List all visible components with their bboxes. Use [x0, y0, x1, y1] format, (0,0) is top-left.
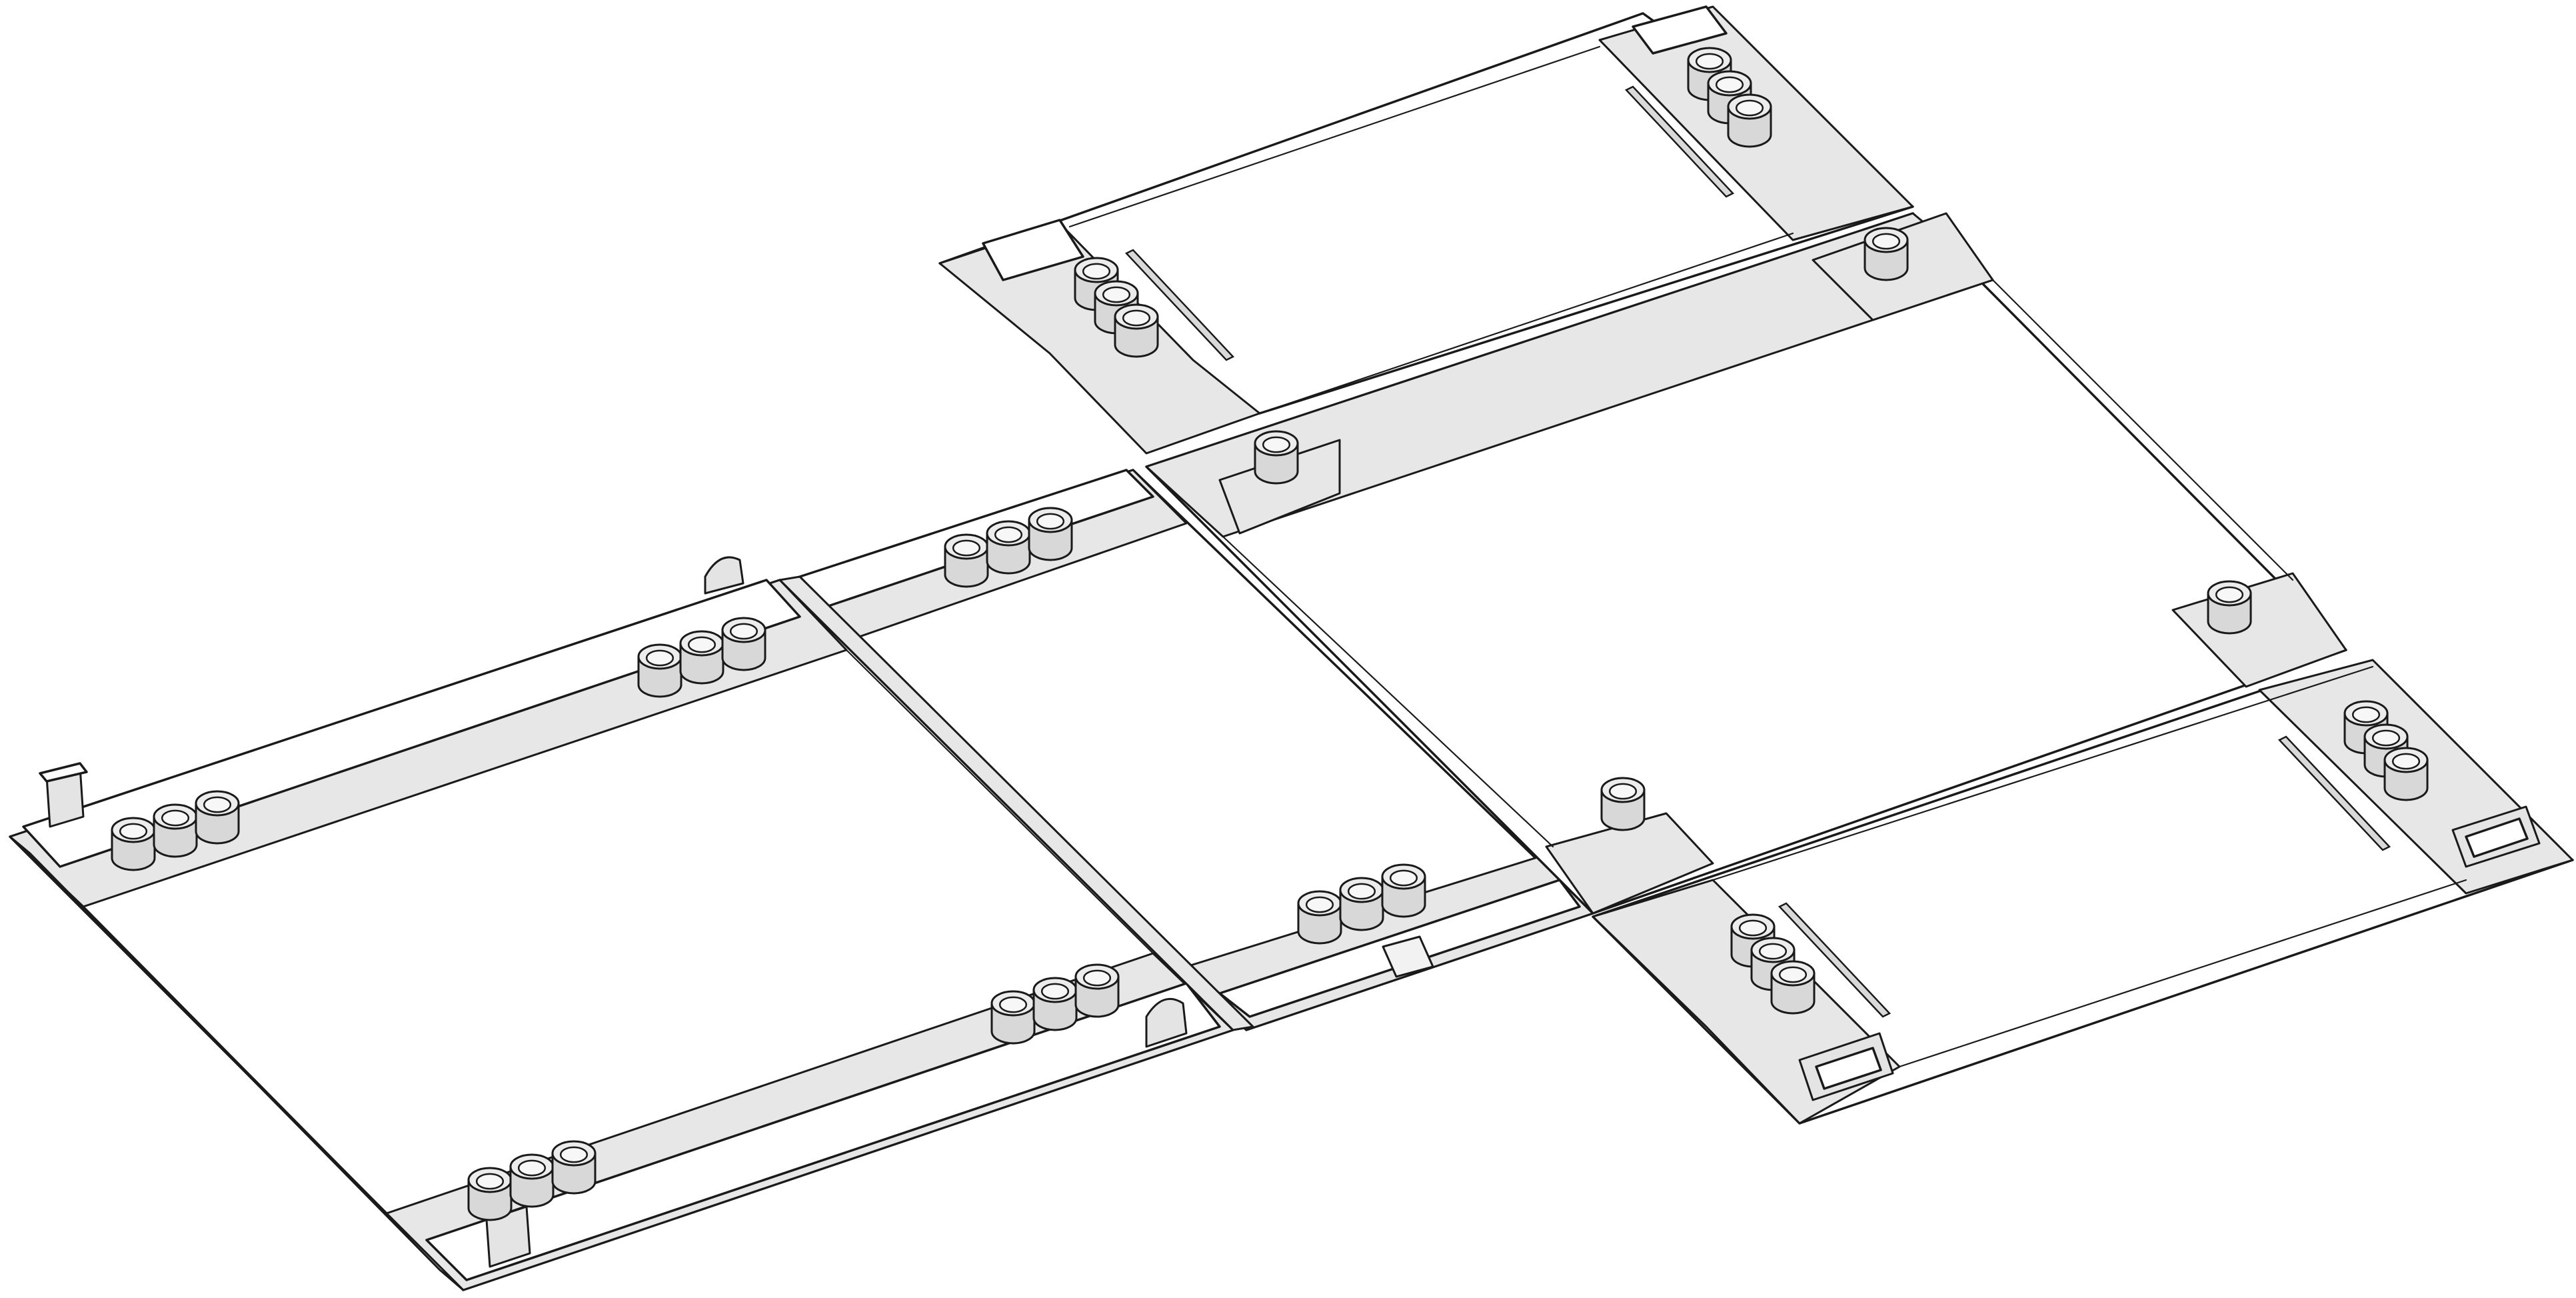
- panel-top-guide-rail-left: [1124, 249, 1235, 361]
- roller: [1297, 890, 1342, 945]
- roller-group-top-right: [1687, 47, 1772, 148]
- roller: [111, 817, 156, 871]
- panel-upper-right: [1145, 212, 2347, 915]
- panel-left-side-wall: [9, 835, 465, 1291]
- roller: [551, 1140, 597, 1195]
- roller: [2207, 580, 2252, 635]
- panel-top-right-end-top: [1632, 5, 1728, 55]
- roller: [1770, 960, 1816, 1015]
- upright-tab-middle-back: [704, 556, 744, 595]
- roller-group-left-front-end: [467, 1140, 597, 1221]
- roller: [1032, 977, 1078, 1031]
- roller-single-upper-right-a: [1254, 430, 1299, 485]
- upright-tab-left-back: [39, 762, 88, 828]
- roller-group-left-front-mid: [990, 963, 1120, 1045]
- roller-group-middle-back: [944, 507, 1073, 588]
- panel-upper-right-end-tab-1: [1218, 439, 1341, 535]
- roller-group-lower-right-right: [2343, 700, 2429, 801]
- roller-single-upper-right-b: [1864, 227, 1909, 281]
- roller: [467, 1167, 513, 1221]
- roller: [637, 643, 682, 698]
- roller: [986, 520, 1031, 575]
- handle-slot-lower-left: [1798, 1032, 1894, 1101]
- roller: [153, 803, 198, 858]
- panel-top-guide-rail-right: [1624, 85, 1735, 198]
- roller: [1730, 913, 1776, 968]
- roller: [1381, 863, 1426, 918]
- roller: [1074, 963, 1120, 1018]
- upright-tab-middle-front: [1145, 997, 1188, 1048]
- panel-left-floor-edge-right: [845, 649, 1154, 955]
- panel-middle-front-notch: [1382, 935, 1434, 978]
- roller: [195, 790, 240, 845]
- panel-top-front-edge: [1258, 232, 1794, 415]
- roller: [509, 1153, 555, 1208]
- seam-strip-left-middle: [778, 575, 1254, 1031]
- roller: [1727, 93, 1772, 148]
- roller-group-top-left: [1074, 257, 1159, 358]
- upright-tab-left-front: [485, 1205, 531, 1268]
- roller-group-left-back-mid: [637, 617, 766, 698]
- roller: [1339, 877, 1384, 931]
- panel-lower-right-front-edge: [1898, 879, 2467, 1068]
- panel-lower-right-guide-rail-left: [1778, 902, 1892, 1018]
- roller-single-upper-right-d: [1600, 777, 1646, 831]
- roller-single-upper-right-c: [2207, 580, 2252, 635]
- roller: [1114, 303, 1159, 358]
- handle-slot-lower-right: [2451, 805, 2541, 868]
- roller-groups: [111, 47, 2429, 1221]
- roller: [721, 617, 766, 671]
- panel-upper-right-floor-edge-left: [1222, 535, 1554, 848]
- roller-group-middle-front: [1297, 863, 1426, 945]
- panel-lower-right-guide-rail-right: [2277, 735, 2391, 851]
- roller: [944, 533, 989, 588]
- roller: [1254, 430, 1299, 485]
- roller: [2383, 747, 2429, 801]
- panel-upper-right-floor-edge-right: [1991, 279, 2294, 581]
- roller: [990, 990, 1036, 1045]
- roller: [1864, 227, 1909, 281]
- roller: [1600, 777, 1646, 831]
- panel-top-left-end-top: [982, 219, 1084, 281]
- panel-left-front-lip-top: [425, 982, 1221, 1281]
- roller-group-left-back-end: [111, 790, 240, 871]
- roller: [1028, 507, 1073, 561]
- roller-group-lower-right-left: [1730, 913, 1816, 1015]
- roller: [679, 630, 724, 685]
- panel-lower-right-back-edge: [1712, 665, 2374, 881]
- panel-top-back-edge: [1068, 45, 1601, 228]
